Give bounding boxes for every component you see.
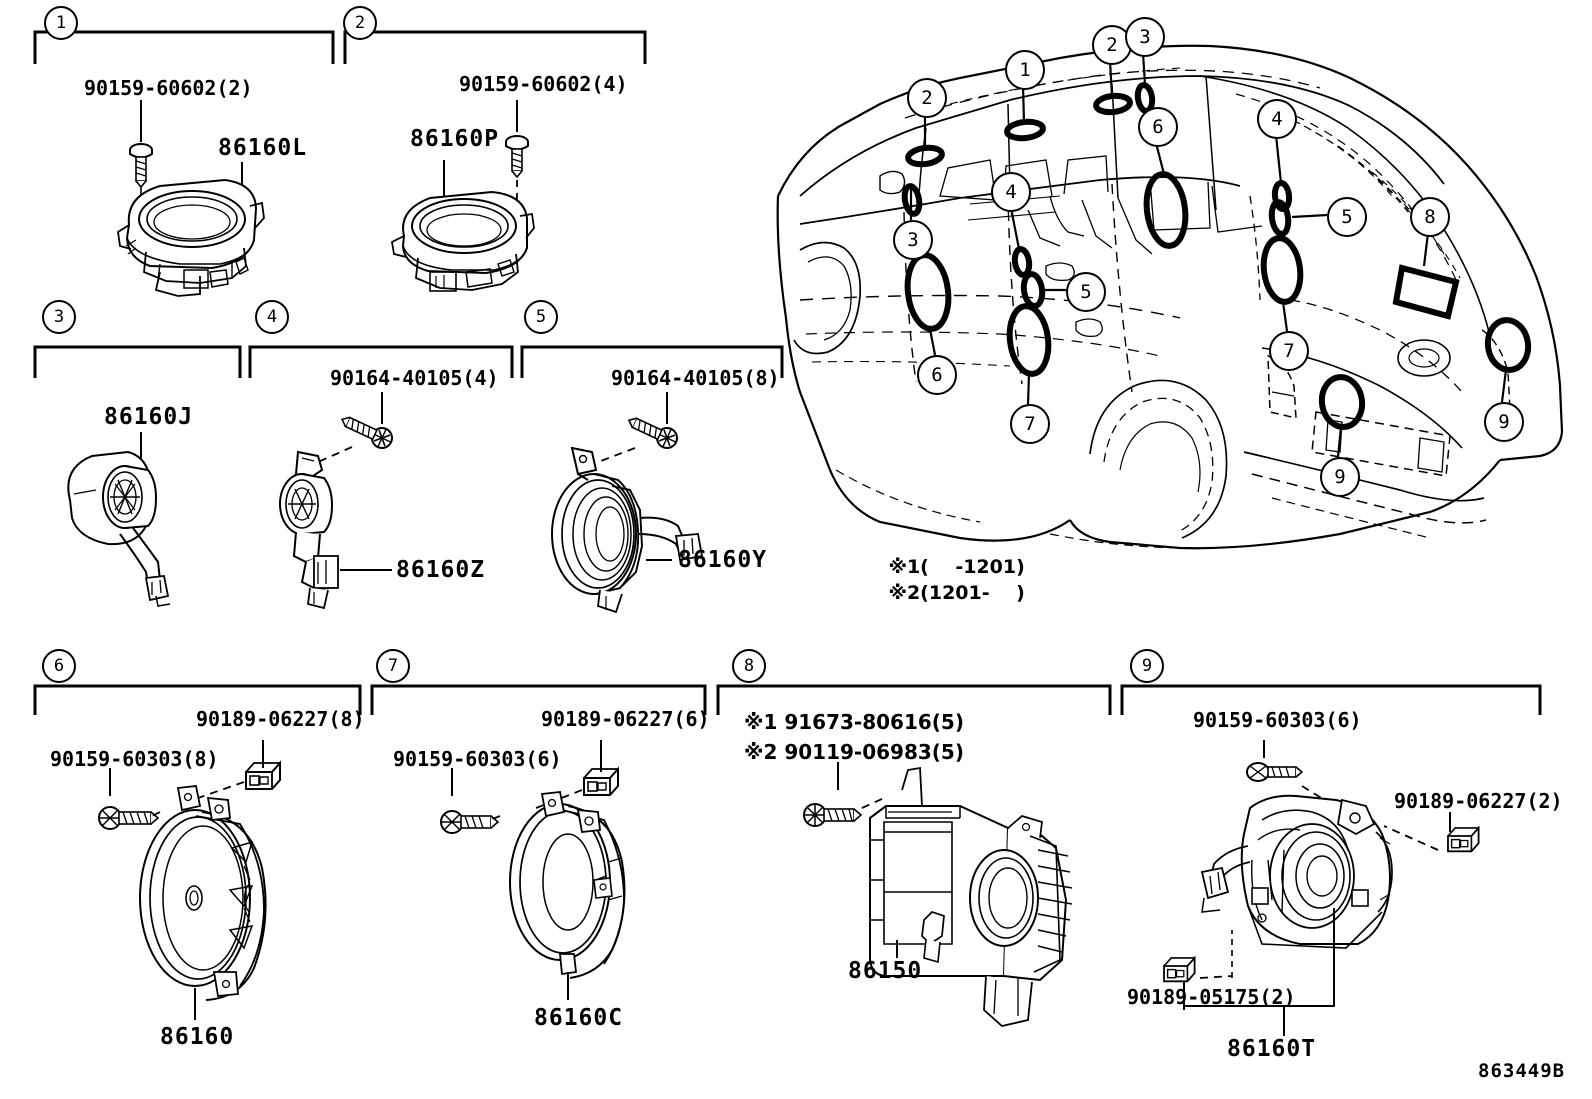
part-label-90159-60303-8: 90159-60303(8) bbox=[50, 747, 219, 771]
part-label-90159-60602-2: 90159-60602(2) bbox=[84, 76, 253, 100]
part-label-90164-40105-4: 90164-40105(4) bbox=[330, 366, 499, 390]
vehicle-callout-4b: 4 bbox=[991, 172, 1031, 212]
group-bracket-7 bbox=[370, 684, 707, 715]
group-number-5: 5 bbox=[524, 300, 558, 334]
callout-leader-lines bbox=[909, 52, 1508, 458]
vehicle-callout-4a: 4 bbox=[1257, 99, 1297, 139]
group-number-2: 2 bbox=[343, 6, 377, 40]
group-bracket-1 bbox=[33, 30, 335, 64]
vehicle-note-2-text: (1201- ) bbox=[920, 582, 1025, 604]
vehicle-note-1-text: ( -1201) bbox=[920, 556, 1025, 578]
group-bracket-4 bbox=[248, 345, 514, 378]
part-drawing-86160Y bbox=[551, 392, 704, 614]
part-label-90164-40105-8: 90164-40105(8) bbox=[611, 366, 780, 390]
part-label-90189-06227-2: 90189-06227(2) bbox=[1394, 789, 1563, 813]
part-label-86160T: 86160T bbox=[1227, 1036, 1317, 1062]
group-bracket-2 bbox=[343, 30, 647, 64]
part-drawing-86160Z bbox=[279, 392, 393, 610]
group-bracket-6 bbox=[33, 684, 362, 715]
diagram-id: 863449B bbox=[1478, 1060, 1566, 1082]
vehicle-callout-8: 8 bbox=[1410, 197, 1450, 237]
part-label-90119-06983-5: ※2 90119-06983(5) bbox=[744, 740, 964, 764]
part-label-90159-60303-6: 90159-60303(6) bbox=[393, 747, 562, 771]
vehicle-callout-7b: 7 bbox=[1010, 404, 1050, 444]
part-drawing-86150 bbox=[803, 762, 1073, 1027]
part-label-90159-60602-4: 90159-60602(4) bbox=[459, 72, 628, 96]
vehicle-illustration bbox=[776, 44, 1564, 550]
part-label-86160Z: 86160Z bbox=[396, 557, 486, 583]
group-bracket-5 bbox=[520, 345, 784, 378]
vehicle-callout-1: 1 bbox=[1005, 50, 1045, 90]
vehicle-callout-7a: 7 bbox=[1269, 331, 1309, 371]
part-label-86160L: 86160L bbox=[218, 135, 308, 161]
part-label-90159-60303-6b: 90159-60303(6) bbox=[1193, 708, 1362, 732]
vehicle-callout-5a: 5 bbox=[1327, 197, 1367, 237]
vehicle-note-1-marker: ※1 bbox=[888, 556, 921, 578]
vehicle-callout-9a: 9 bbox=[1484, 402, 1524, 442]
part-label-90189-06227-6: 90189-06227(6) bbox=[541, 707, 710, 731]
part-label-90189-05175-2: 90189-05175(2) bbox=[1127, 985, 1296, 1009]
part-label-91673-80616-5: ※1 91673-80616(5) bbox=[744, 710, 964, 734]
group-number-1: 1 bbox=[44, 6, 78, 40]
vehicle-callout-6b: 6 bbox=[917, 355, 957, 395]
part-label-86160: 86160 bbox=[160, 1024, 235, 1050]
part-drawing-86160T bbox=[1163, 740, 1480, 1036]
vehicle-callout-9b: 9 bbox=[1320, 457, 1360, 497]
part-label-86150: 86150 bbox=[848, 958, 923, 984]
group-bracket-9 bbox=[1120, 684, 1542, 715]
part-drawing-86160 bbox=[98, 740, 281, 1020]
part-label-86160J: 86160J bbox=[104, 404, 194, 430]
vehicle-callout-6a: 6 bbox=[1138, 107, 1178, 147]
group-bracket-8 bbox=[716, 684, 1112, 715]
vehicle-note-1: ※1( -1201) bbox=[862, 534, 1025, 600]
vehicle-callout-5b: 5 bbox=[1066, 272, 1106, 312]
part-label-86160Y: 86160Y bbox=[678, 547, 768, 573]
vehicle-note-2: ※2(1201- ) bbox=[862, 560, 1025, 626]
group-number-9: 9 bbox=[1130, 649, 1164, 683]
part-label-86160C: 86160C bbox=[534, 1005, 624, 1031]
group-number-6: 6 bbox=[42, 649, 76, 683]
group-number-7: 7 bbox=[376, 649, 410, 683]
group-number-4: 4 bbox=[255, 300, 289, 334]
part-drawing-86160J bbox=[67, 432, 171, 607]
vehicle-callout-3a: 3 bbox=[1125, 17, 1165, 57]
vehicle-callout-3b: 3 bbox=[893, 220, 933, 260]
part-label-90189-06227-8: 90189-06227(8) bbox=[196, 707, 365, 731]
part-drawing-86160L bbox=[117, 100, 265, 297]
part-drawing-86160C bbox=[440, 740, 626, 1000]
part-label-86160P: 86160P bbox=[410, 126, 500, 152]
part-drawing-86160P bbox=[391, 100, 535, 292]
vehicle-note-2-marker: ※2 bbox=[888, 582, 921, 604]
group-number-8: 8 bbox=[732, 649, 766, 683]
vehicle-callout-2b: 2 bbox=[907, 78, 947, 118]
group-number-3: 3 bbox=[42, 300, 76, 334]
group-bracket-3 bbox=[33, 345, 242, 378]
